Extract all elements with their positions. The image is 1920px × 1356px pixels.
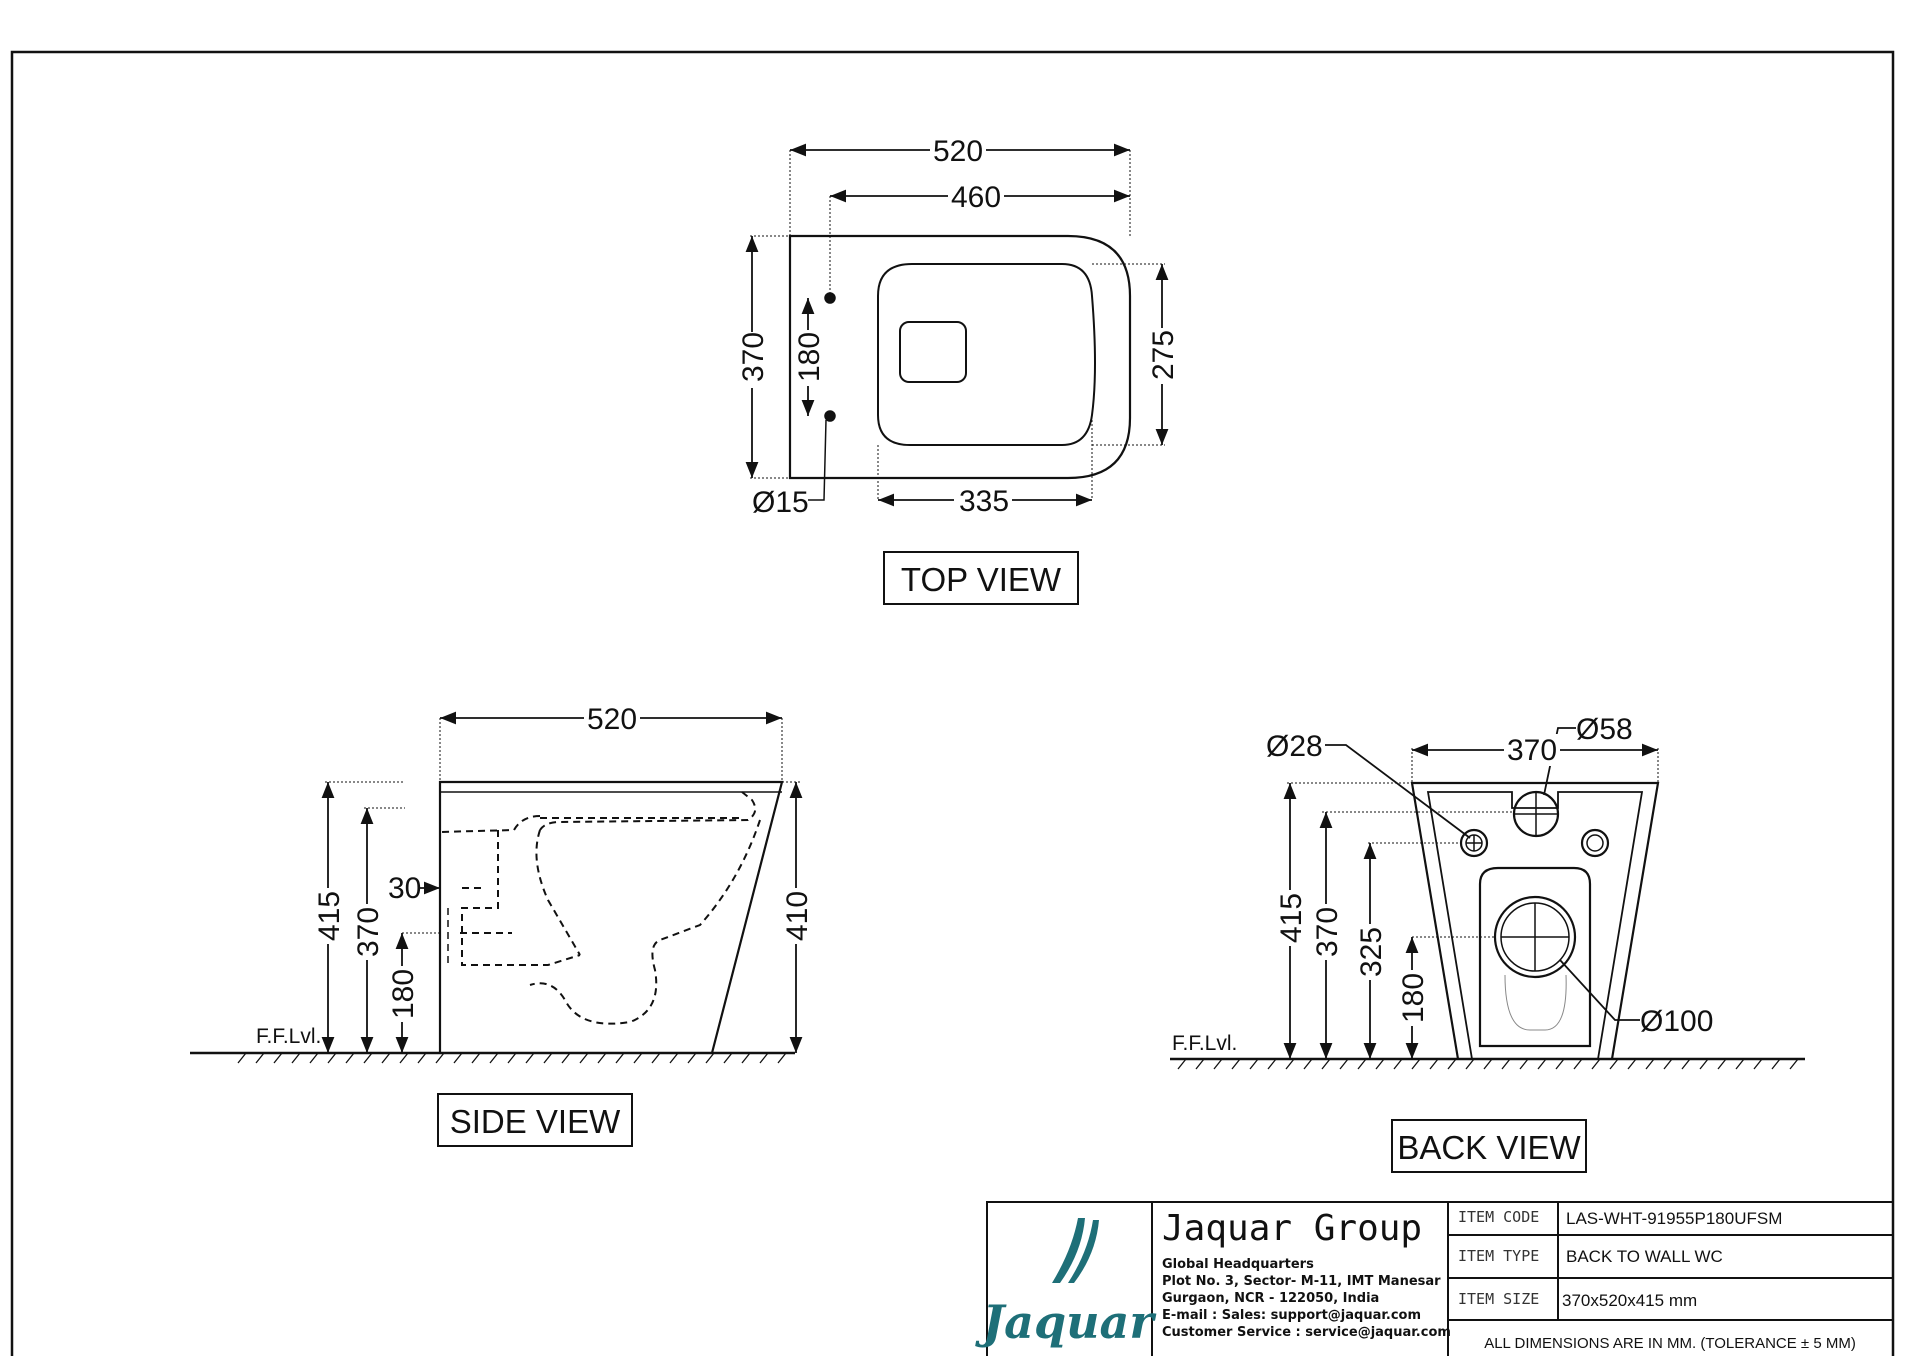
item-size-value: 370x520x415 mm (1562, 1291, 1697, 1310)
logo-wordmark: Jaquar (974, 1295, 1157, 1349)
logo-mark-icon (1052, 1218, 1085, 1283)
side-view (190, 711, 803, 1064)
dim-side-30: 30 (388, 872, 421, 905)
dim-top-460: 460 (951, 181, 1001, 214)
fixing-hole-icon (824, 292, 836, 422)
dim-side-415: 415 (313, 891, 346, 941)
side-view-label-box (437, 1093, 633, 1147)
dim-back-inlet-58: Ø58 (1576, 713, 1633, 746)
email-line: E-mail : Sales: support@jaquar.com (1162, 1308, 1421, 1323)
jaquar-logo: Jaquar (974, 1218, 1157, 1349)
dim-back-325: 325 (1355, 927, 1388, 977)
item-size-label: ITEM SIZE (1458, 1290, 1539, 1308)
side-view-outline (438, 780, 784, 1054)
top-view-dimension-labels: 520 460 370 180 275 335 Ø15 (736, 134, 1180, 519)
dim-side-370: 370 (352, 907, 385, 957)
item-type-label: ITEM TYPE (1458, 1247, 1539, 1265)
floor-hatch (237, 1052, 787, 1064)
title-block (986, 1201, 1894, 1356)
dim-back-hole-28: Ø28 (1266, 730, 1323, 763)
side-view-hidden-lines (439, 791, 761, 1025)
floor-hatch (1177, 1058, 1799, 1070)
item-code-label: ITEM CODE (1458, 1208, 1539, 1226)
top-view-outline (788, 234, 1132, 480)
back-view-inlet-icon (1512, 790, 1560, 838)
back-view-inner-outline (1426, 791, 1644, 1060)
dim-top-hole-15: Ø15 (752, 486, 809, 519)
item-type-value: BACK TO WALL WC (1566, 1247, 1723, 1266)
dim-back-415: 415 (1275, 893, 1308, 943)
back-view-floor-level: F.F.Lvl. (1172, 1032, 1237, 1055)
back-view-label-box (1391, 1119, 1587, 1173)
side-view-floor-level: F.F.Lvl. (256, 1025, 321, 1048)
side-view-dimension-labels: 520 415 370 180 410 30 F.F.Lvl. (256, 702, 814, 1048)
dim-side-410: 410 (781, 891, 814, 941)
dim-top-180: 180 (793, 332, 826, 382)
address-line-1: Plot No. 3, Sector- M-11, IMT Manesar (1162, 1274, 1441, 1289)
back-view-fixing-hole-icon (1459, 828, 1610, 858)
dim-side-180: 180 (387, 969, 420, 1019)
dim-side-520: 520 (587, 703, 637, 736)
top-view-label-box (883, 551, 1079, 605)
item-code-value: LAS-WHT-91955P180UFSM (1566, 1209, 1782, 1228)
top-view-flush-recess (899, 321, 967, 383)
dim-back-180: 180 (1397, 973, 1430, 1023)
drawing-border (10, 50, 1895, 1356)
back-view (1170, 727, 1805, 1070)
back-view-label: BACK VIEW (1397, 1129, 1581, 1166)
dim-back-370: 370 (1507, 734, 1557, 767)
side-view-label: SIDE VIEW (450, 1103, 621, 1140)
address-line-2: Gurgaon, NCR - 122050, India (1162, 1291, 1379, 1306)
company-name: Jaquar Group (1162, 1208, 1422, 1249)
top-view-label: TOP VIEW (901, 561, 1062, 598)
dimension-note: ALL DIMENSIONS ARE IN MM. (TOLERANCE ± 5… (1484, 1335, 1856, 1352)
dim-top-275: 275 (1147, 330, 1180, 380)
dim-top-335: 335 (959, 485, 1009, 518)
back-view-outlet-icon (1493, 895, 1577, 979)
hq-title: Global Headquarters (1162, 1257, 1314, 1272)
dim-back-370-height: 370 (1311, 907, 1344, 957)
dim-top-370: 370 (737, 332, 770, 382)
dim-back-outlet-100: Ø100 (1640, 1005, 1713, 1038)
back-view-outlet-recess (1478, 866, 1592, 1048)
back-view-outline (1410, 781, 1660, 1060)
dim-top-520: 520 (933, 135, 983, 168)
top-view-bowl (877, 263, 1096, 446)
customer-service-line: Customer Service : service@jaquar.com (1162, 1325, 1451, 1340)
back-view-dimension-labels: 370 Ø28 Ø58 Ø100 415 370 325 180 F.F.Lvl… (1172, 713, 1713, 1055)
